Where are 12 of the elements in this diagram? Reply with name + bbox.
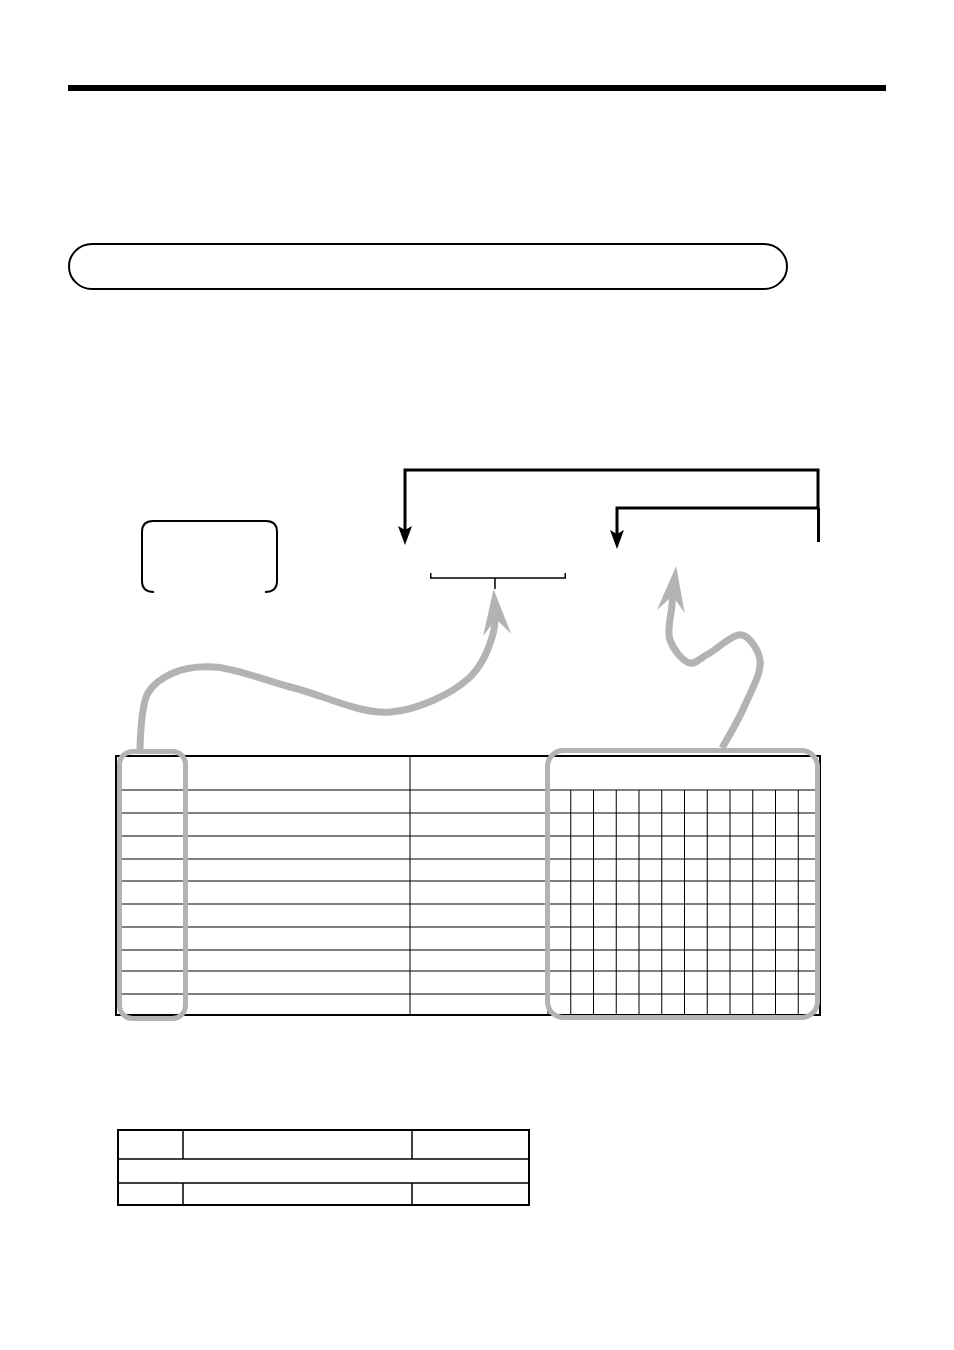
key-symbol [141,520,278,593]
highlight-frame [545,748,820,1020]
blank-table [115,755,821,1016]
curved-arrow [657,566,764,750]
arrow [398,468,820,545]
highlight-frame [117,749,188,1021]
arrow [610,506,818,549]
blank-table [117,1129,530,1206]
stem-line [816,508,820,542]
curved-arrow [136,589,511,750]
rounded-box [68,243,788,290]
bracket [430,573,566,589]
